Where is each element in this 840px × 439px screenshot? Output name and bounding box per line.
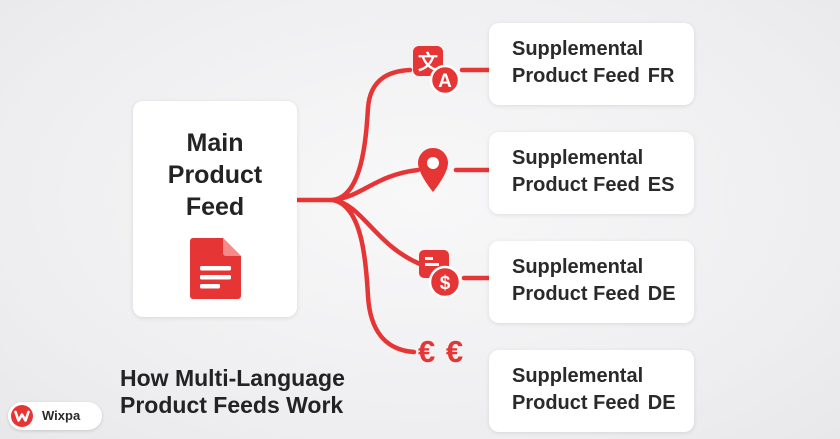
location-pin-icon [418,148,448,192]
svg-text:A: A [438,71,452,92]
feed-title: Supplemental [512,147,644,169]
wixpa-logo-icon [11,405,33,427]
feed-label: Supplemental Product Feed FR [512,36,674,90]
caption-line: How Multi-Language [120,365,345,391]
language-code: DE [647,392,676,414]
caption-line: Product Feeds Work [120,392,344,418]
feed-label: Supplemental Product Feed ES [512,145,674,199]
language-code: DE [647,283,676,305]
translate-icon: 文 A [413,46,461,96]
connector-es [330,167,421,203]
supplemental-feed-card-de: Supplemental Product Feed DE [489,241,694,323]
feed-subtitle-text: Product Feed [512,174,640,196]
brand-name: Wixpa [42,408,81,423]
feed-title: Supplemental [512,365,644,387]
connector-de2 [330,197,417,355]
diagram-caption: How Multi-Language Product Feeds Work [120,365,345,419]
main-feed-card: Main Product Feed [133,101,297,317]
svg-text:$: $ [440,273,451,294]
supplemental-feed-card-es: Supplemental Product Feed ES [489,132,694,214]
feed-subtitle: Product Feed DE [512,390,676,417]
feed-label: Supplemental Product Feed DE [512,254,676,308]
feed-subtitle-text: Product Feed [512,65,640,87]
language-code: FR [647,65,675,87]
supplemental-feed-card-fr: Supplemental Product Feed FR [489,23,694,105]
feed-title: Supplemental [512,256,644,278]
main-feed-title: Main Product Feed [133,127,297,223]
main-feed-title-line: Feed [185,193,245,221]
feed-subtitle-text: Product Feed [512,283,640,305]
main-feed-title-line: Product [167,161,263,189]
currency-dollar-icon: $ [419,250,462,299]
euro-icon: € € [418,334,465,369]
connector-fr [330,67,413,203]
feed-subtitle: Product Feed DE [512,281,676,308]
feed-subtitle: Product Feed ES [512,172,674,199]
feed-title: Supplemental [512,38,644,60]
feed-label: Supplemental Product Feed DE [512,363,676,417]
feed-subtitle: Product Feed FR [512,63,674,90]
svg-text:文: 文 [418,50,439,74]
supplemental-feed-card-de-2: Supplemental Product Feed DE [489,350,694,432]
main-feed-title-line: Main [186,129,244,157]
document-icon [190,238,241,299]
language-code: ES [647,174,675,196]
brand-logo[interactable]: Wixpa [8,402,102,430]
feed-subtitle-text: Product Feed [512,392,640,414]
